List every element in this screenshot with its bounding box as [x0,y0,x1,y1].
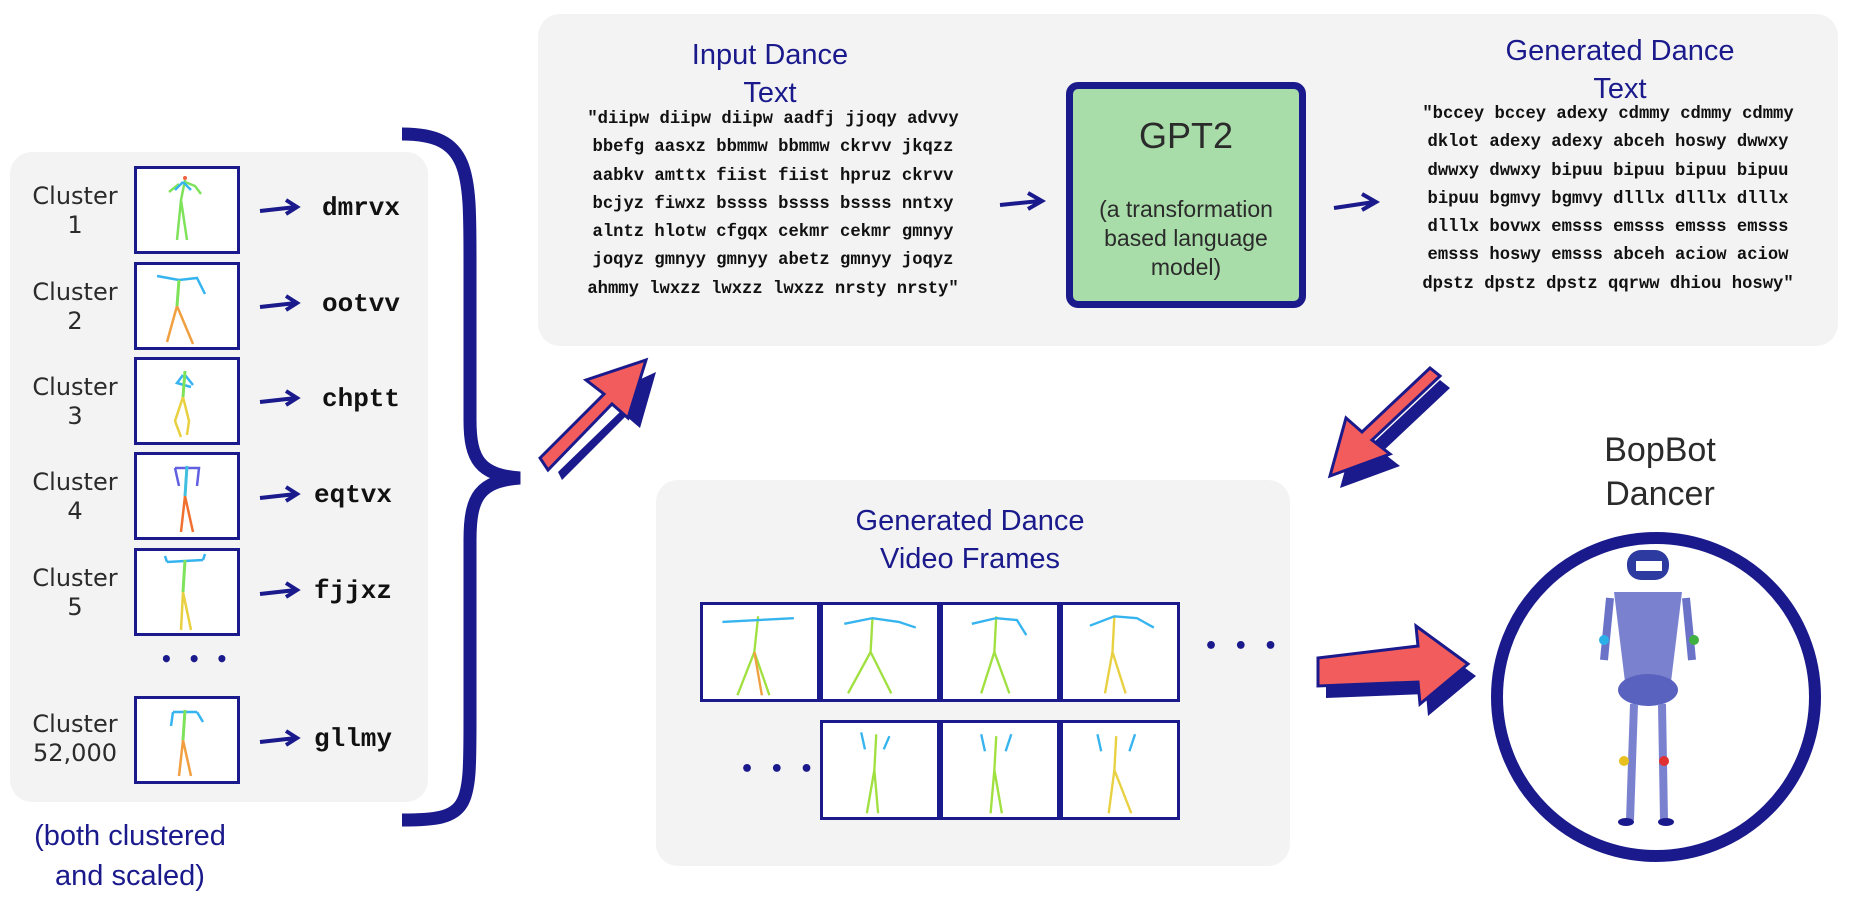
cluster-code-3: chptt [322,384,401,414]
cluster-label-52000: Cluster 52,000 [32,710,118,767]
cluster-pose-frame-2 [134,262,240,350]
input-text-title: Input Dance Text [691,39,849,109]
gpt2-model-box: GPT2 (a transformation based language mo… [1066,82,1306,308]
cluster-label-3: Cluster 3 [32,373,118,430]
cluster-pose-frame-52000 [134,696,240,784]
gpt2-subtitle: (a transformation based language model) [1099,196,1273,280]
cluster-label-2: Cluster 2 [32,278,118,335]
video-frame-3 [940,602,1060,702]
video-frame-2 [820,602,940,702]
cluster-label-4: Cluster 4 [32,468,118,525]
video-ellipsis-right: • • • [1204,634,1282,659]
video-frame-7 [1060,720,1180,820]
up-right-arrow-icon [538,357,656,480]
video-frame-1 [700,602,820,702]
video-frame-4 [1060,602,1180,702]
down-left-arrow-icon [1327,366,1450,488]
cluster-label-5: Cluster 5 [32,564,118,621]
video-frame-5 [820,720,940,820]
bopbot-title: BopBot Dancer [1604,431,1716,513]
cluster-pose-frame-4 [134,452,240,540]
video-frames-title: Generated Dance Video Frames [855,505,1085,575]
cluster-pose-frame-5 [134,548,240,636]
cluster-code-1: dmrvx [322,193,401,223]
cluster-code-52000: gllmy [314,724,393,754]
cluster-code-5: fjjxz [314,576,393,606]
cluster-label-1: Cluster 1 [32,182,118,239]
cluster-code-2: ootvv [322,289,401,319]
generated-dance-text: "bccey bccey adexy cdmmy cdmmy cdmmy dkl… [1422,105,1794,294]
cluster-ellipsis: • • • [160,647,233,671]
input-dance-text: "diipw diipw diipw aadfj jjoqy advvy bbe… [587,110,959,299]
bopbot-robot-icon [1491,532,1821,862]
cluster-code-4: eqtvx [314,480,393,510]
video-ellipsis-left: • • • [740,757,818,782]
cluster-pose-frame-1 [134,166,240,254]
clustering-note: (both clustered and scaled) [34,820,226,892]
generated-text-title: Generated Dance Text [1505,35,1735,105]
cluster-pose-frame-3 [134,357,240,445]
gpt2-title: GPT2 [1138,115,1234,156]
right-arrow-icon [1316,622,1476,716]
video-frame-6 [940,720,1060,820]
